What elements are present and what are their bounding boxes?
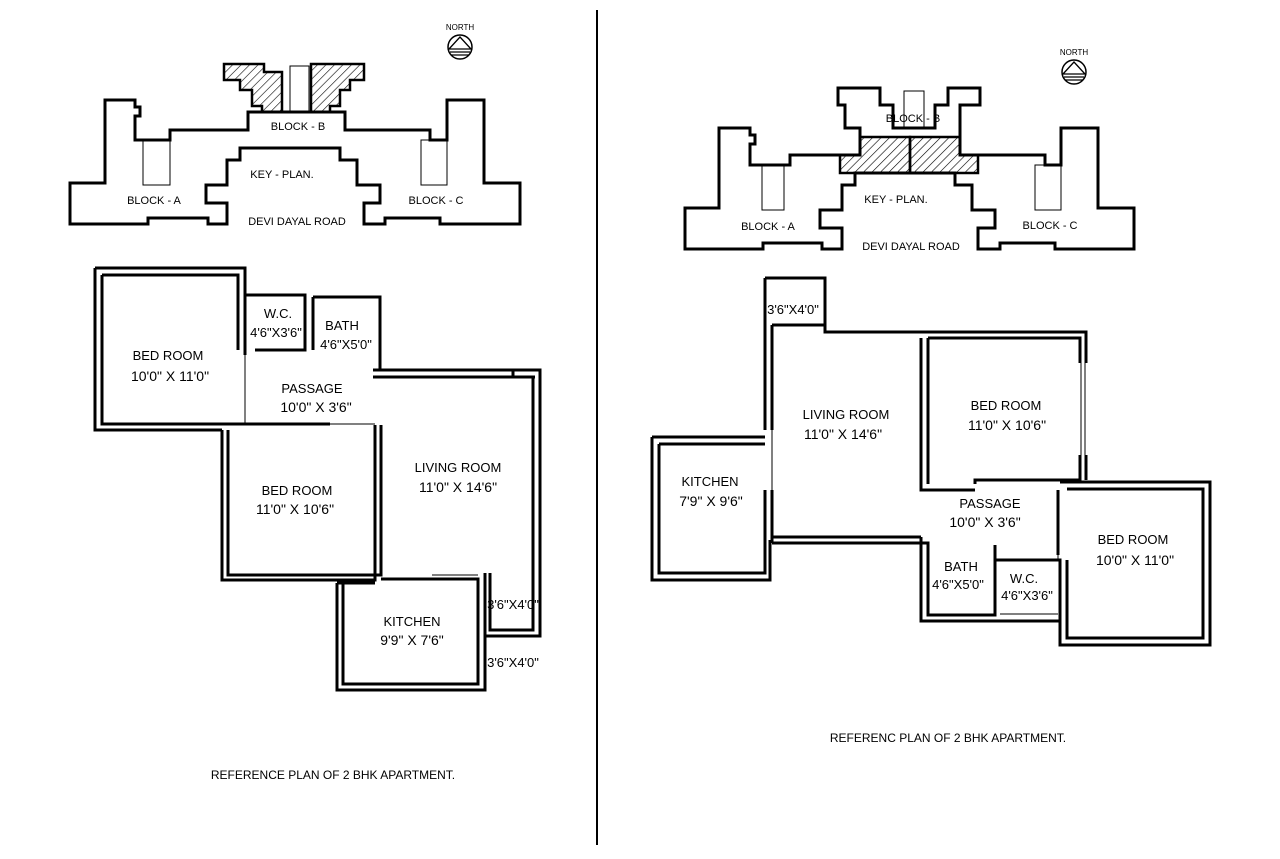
left-kitchen-dim: 9'9" X 7'6" <box>380 632 444 648</box>
right-wc-name: W.C. <box>1010 571 1038 586</box>
right-kitchen-name: KITCHEN <box>681 474 738 489</box>
right-wc-dim: 4'6"X3'6" <box>1001 588 1053 603</box>
right-living-name: LIVING ROOM <box>803 407 890 422</box>
north-label: NORTH <box>1060 48 1089 57</box>
left-plan: NORTH BLOCK - A BLOCK - B BLOCK - C KEY … <box>68 23 542 782</box>
right-bedroom2-name: BED ROOM <box>1098 532 1169 547</box>
left-passage-name: PASSAGE <box>281 381 343 396</box>
right-passage-dim: 10'0" X 3'6" <box>949 514 1020 530</box>
left-bath-dim: 4'6"X5'0" <box>320 337 372 352</box>
key-block-b: BLOCK - B <box>886 113 940 125</box>
left-wc-name: W.C. <box>264 306 292 321</box>
highlighted-unit-a <box>838 135 912 175</box>
left-living-dim: 11'0" X 14'6" <box>419 479 497 495</box>
key-block-a: BLOCK - A <box>741 221 795 233</box>
key-block-c: BLOCK - C <box>1022 220 1077 232</box>
north-label: NORTH <box>446 23 475 32</box>
right-bedroom1-name: BED ROOM <box>971 398 1042 413</box>
right-living-dim: 11'0" X 14'6" <box>804 426 882 442</box>
left-wc-dim: 4'6"X3'6" <box>250 325 302 340</box>
right-balcony-dim: 3'6"X4'0" <box>767 302 819 317</box>
left-plan-caption: REFERENCE PLAN OF 2 BHK APARTMENT. <box>211 768 455 782</box>
right-bath-name: BATH <box>944 559 978 574</box>
highlighted-unit-b <box>908 135 980 175</box>
left-bedroom1-dim: 10'0" X 11'0" <box>131 368 209 384</box>
floor-plan-walls <box>650 276 1212 647</box>
key-block-c: BLOCK - C <box>408 195 463 207</box>
left-balcony1-dim: 3'6"X4'0" <box>487 597 539 612</box>
right-passage-name: PASSAGE <box>959 496 1021 511</box>
right-bedroom1-dim: 11'0" X 10'6" <box>968 417 1046 433</box>
highlighted-unit-b <box>309 62 366 114</box>
key-road: DEVI DAYAL ROAD <box>862 241 960 253</box>
right-bath-dim: 4'6"X5'0" <box>932 577 984 592</box>
left-bedroom2-dim: 11'0" X 10'6" <box>256 501 334 517</box>
highlighted-unit-a <box>222 62 284 114</box>
key-block-a: BLOCK - A <box>127 195 181 207</box>
right-plan-caption: REFERENC PLAN OF 2 BHK APARTMENT. <box>830 731 1066 745</box>
north-icon <box>1061 59 1087 85</box>
key-plan-title: KEY - PLAN. <box>864 194 927 206</box>
left-living-name: LIVING ROOM <box>415 460 502 475</box>
left-kitchen-name: KITCHEN <box>383 614 440 629</box>
key-road: DEVI DAYAL ROAD <box>248 216 346 228</box>
left-bedroom2-name: BED ROOM <box>262 483 333 498</box>
key-block-b: BLOCK - B <box>271 121 325 133</box>
left-passage-dim: 10'0" X 3'6" <box>280 399 351 415</box>
left-bath-name: BATH <box>325 318 359 333</box>
north-icon <box>447 34 473 60</box>
key-plan <box>68 98 522 226</box>
right-plan: NORTH BLOCK - A BLOCK - B BLOCK - C KEY … <box>650 48 1212 745</box>
left-bedroom1-name: BED ROOM <box>133 348 204 363</box>
right-kitchen-dim: 7'9" X 9'6" <box>679 493 743 509</box>
key-plan-title: KEY - PLAN. <box>250 169 313 181</box>
right-bedroom2-dim: 10'0" X 11'0" <box>1096 552 1174 568</box>
left-balcony2-dim: 3'6"X4'0" <box>487 655 539 670</box>
floor-plan-walls <box>93 266 542 692</box>
